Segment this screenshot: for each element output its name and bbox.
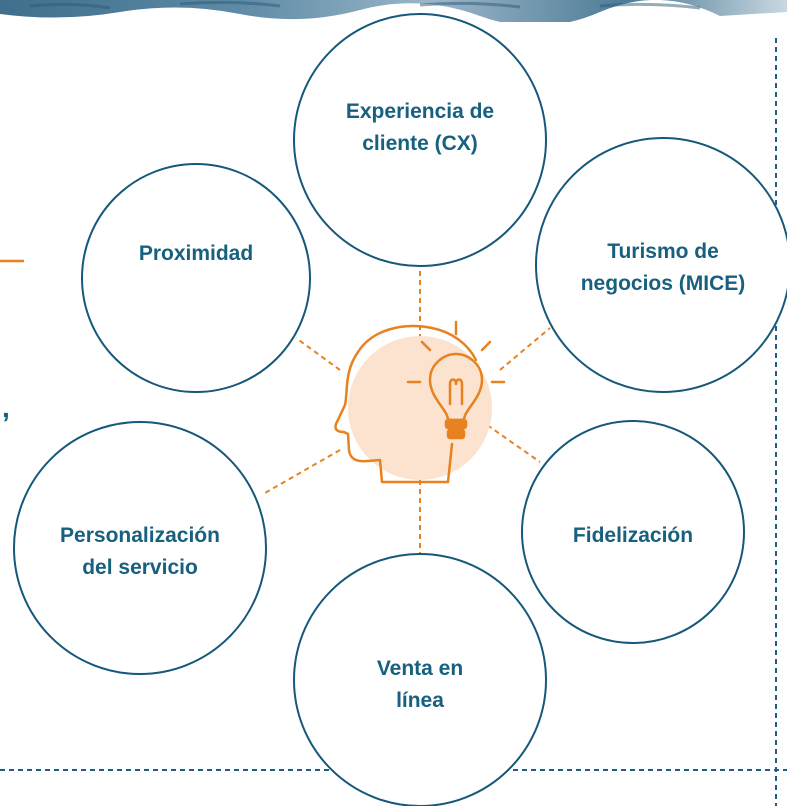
connector-personalizacion — [264, 449, 341, 494]
node-label-mice-line-2: negocios (MICE) — [580, 272, 746, 295]
connector-fidelizacion — [479, 419, 541, 463]
node-label-mice: Turismo de negocios (MICE) — [536, 226, 787, 310]
node-label-venta-line-2: línea — [396, 689, 444, 712]
node-label-personalizacion-line-2: del servicio — [82, 556, 198, 579]
connector-mice — [499, 327, 551, 371]
top-banner-image — [0, 0, 787, 22]
node-label-personalizacion-line-1: Personalización — [60, 524, 220, 547]
node-label-cx: Experiencia de cliente (CX) — [294, 80, 546, 176]
node-label-personalizacion: Personalización del servicio — [14, 510, 266, 594]
node-label-proximidad-line-1: Proximidad — [138, 242, 254, 265]
head-with-lightbulb-icon — [334, 320, 506, 484]
node-label-cx-line-2: cliente (CX) — [362, 132, 478, 155]
node-circle-cx — [293, 13, 547, 267]
node-label-venta-line-1: Venta en — [376, 657, 464, 680]
node-label-cx-line-1: Experiencia de — [345, 100, 495, 123]
node-circle-personalizacion — [13, 421, 267, 675]
node-circle-proximidad — [81, 163, 311, 393]
connector-proximidad — [295, 337, 341, 371]
node-label-fidelizacion: Fidelización — [522, 512, 744, 560]
node-circle-mice — [535, 137, 787, 393]
node-label-mice-line-1: Turismo de — [607, 240, 719, 263]
left-margin-comma: , — [2, 392, 10, 423]
node-circle-venta — [293, 553, 547, 806]
node-label-venta: Venta en línea — [294, 640, 546, 730]
node-circle-fidelizacion — [521, 420, 745, 644]
node-label-proximidad: Proximidad — [82, 230, 310, 278]
node-label-fidelizacion-line-1: Fidelización — [572, 524, 694, 547]
